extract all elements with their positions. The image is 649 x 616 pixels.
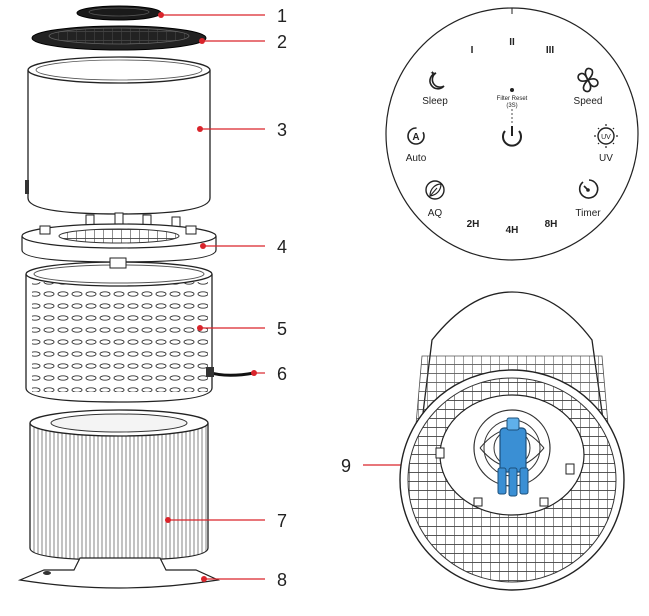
timer-button[interactable]: Timer: [575, 179, 601, 219]
cable-plug: [206, 367, 214, 377]
callout-leaders: [161, 14, 512, 580]
filter-reset-hold-label: (3S): [506, 103, 517, 109]
sleep-label: Sleep: [422, 96, 448, 107]
callout-4: 4: [277, 237, 287, 257]
moon-stars-icon: ✦: [429, 70, 445, 90]
uv-icon-text: UV: [601, 134, 611, 141]
timer-8h: 8H: [545, 219, 558, 230]
callout-1: 1: [277, 6, 287, 26]
top-grille: [31, 25, 207, 51]
motor-plate: [21, 212, 217, 263]
auto-button[interactable]: A Auto: [406, 127, 427, 164]
callout-5: 5: [277, 319, 287, 339]
timer-icon: [578, 179, 599, 199]
aq-button[interactable]: AQ: [425, 180, 445, 219]
base-plate: [17, 557, 221, 589]
top-cap: [76, 5, 162, 21]
main-housing: [25, 56, 211, 215]
power-button[interactable]: Filter Reset (3S): [497, 88, 528, 147]
speed-level-2: II: [509, 37, 515, 48]
speed-label: Speed: [574, 96, 603, 107]
speed-level-3: III: [546, 45, 555, 56]
timer-4h: 4H: [506, 225, 519, 236]
timer-label: Timer: [575, 208, 601, 219]
uv-lamp-icon: UV: [594, 124, 618, 148]
callout-8: 8: [277, 570, 287, 590]
aq-label: AQ: [428, 208, 443, 219]
speed-level-1: I: [471, 45, 474, 56]
uv-label: UV: [599, 153, 613, 164]
fan-icon: [577, 67, 599, 93]
filter-reset-label: Filter Reset: [497, 96, 528, 102]
callout-6: 6: [277, 364, 287, 384]
leaf-icon: [425, 180, 445, 200]
callout-7: 7: [277, 511, 287, 531]
uv-button[interactable]: UV UV: [594, 124, 618, 164]
auto-icon-letter: A: [412, 132, 419, 143]
power-cable: [207, 370, 255, 377]
callout-2: 2: [277, 32, 287, 52]
speed-button[interactable]: Speed: [574, 67, 603, 107]
callout-3: 3: [277, 120, 287, 140]
auto-label: Auto: [406, 153, 427, 164]
control-panel: I II III ✦ Sleep Speed Filter Reset (: [385, 7, 639, 261]
perforated-sleeve: [25, 257, 213, 403]
hepa-filter: [29, 409, 209, 561]
svg-text:✦: ✦: [430, 70, 435, 77]
timer-2h: 2H: [467, 219, 480, 230]
uv-lamp-assembly: [497, 417, 529, 497]
sleep-button[interactable]: ✦ Sleep: [422, 70, 448, 107]
auto-mode-icon: A: [407, 127, 425, 145]
callout-9: 9: [341, 456, 351, 476]
power-icon: [502, 126, 522, 147]
